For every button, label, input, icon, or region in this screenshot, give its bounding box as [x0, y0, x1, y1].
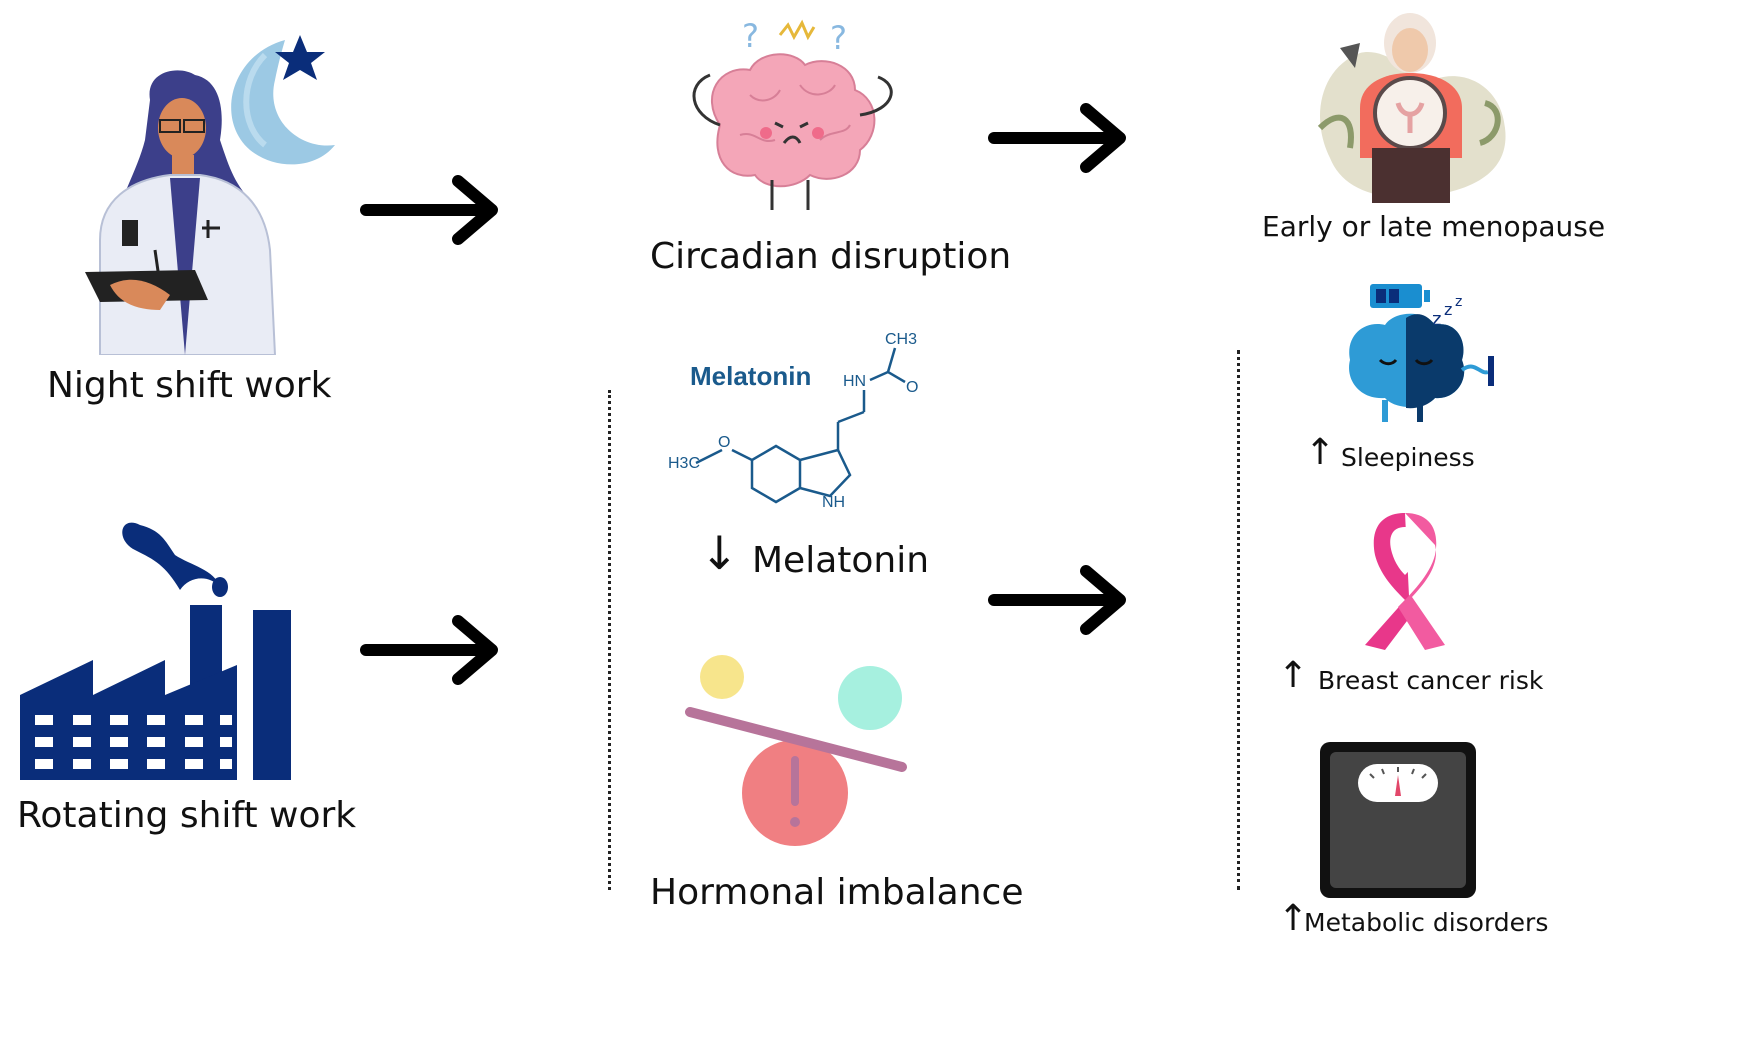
menopause-woman-icon: [1317, 13, 1506, 203]
molecule-ch3-text: CH3: [885, 331, 917, 348]
arrow-right-icon: [360, 175, 498, 245]
weight-scale-icon: [1320, 742, 1476, 898]
outcome-label-breast-cancer: Breast cancer risk: [1318, 666, 1544, 695]
doctor-night-icon: [85, 35, 335, 355]
svg-text:z: z: [1432, 309, 1441, 330]
svg-text:?: ?: [742, 17, 759, 55]
mechanism-label-melatonin: Melatonin: [752, 540, 930, 581]
imbalance-scale-icon: [685, 655, 907, 846]
cause-label-night-shift: Night shift work: [47, 365, 332, 406]
mechanism-label-hormonal: Hormonal imbalance: [650, 872, 1024, 913]
outcome-label-menopause: Early or late menopause: [1262, 210, 1606, 243]
melatonin-down-arrow: ↓: [700, 526, 739, 580]
confused-brain-icon: ? ?: [692, 17, 893, 210]
mechanism-label-circadian: Circadian disruption: [650, 236, 1012, 277]
sleepy-brain-icon: z z z: [1349, 284, 1494, 422]
molecule-o-methoxy-text: O: [718, 434, 730, 451]
molecule-nh-text: NH: [822, 494, 845, 511]
factory-icon: [20, 522, 291, 780]
molecule-hn-text: HN: [843, 373, 866, 390]
melatonin-molecule-icon: Melatonin CH3 HN O O H3C NH: [668, 331, 918, 511]
svg-text:?: ?: [830, 19, 847, 57]
dotted-divider-right: [1237, 350, 1240, 890]
breast-cancer-up-arrow: ↑: [1278, 655, 1309, 696]
molecule-name-text: Melatonin: [690, 361, 811, 391]
outcome-label-metabolic: Metabolic disorders: [1304, 908, 1549, 937]
outcome-label-sleepiness: Sleepiness: [1341, 443, 1475, 472]
arrow-right-icon: [988, 103, 1126, 173]
svg-text:z: z: [1455, 294, 1462, 310]
dotted-divider-left: [608, 390, 611, 890]
pink-ribbon-icon: [1365, 513, 1445, 650]
metabolic-up-arrow: ↑: [1278, 898, 1309, 939]
sleepiness-up-arrow: ↑: [1305, 432, 1336, 473]
molecule-h3c-text: H3C: [668, 455, 700, 472]
arrow-right-icon: [988, 565, 1126, 635]
arrow-right-icon: [360, 615, 498, 685]
cause-label-rotating-shift: Rotating shift work: [17, 795, 357, 836]
molecule-o-carbonyl-text: O: [906, 379, 918, 396]
svg-text:z: z: [1444, 300, 1452, 319]
